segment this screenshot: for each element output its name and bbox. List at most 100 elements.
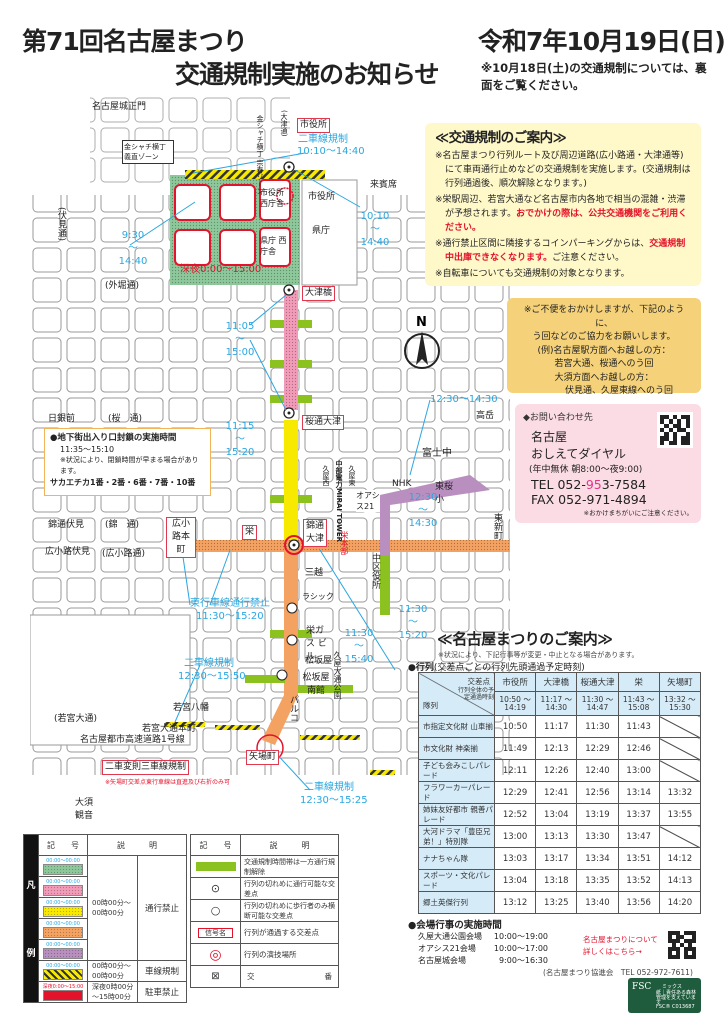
contact-note: ※おかけまちがいにご注意ください。 [583, 509, 693, 517]
north-compass-icon: N [404, 315, 440, 369]
contact-box: ◆お問い合わせ先 名古屋 おしえてダイヤル (年中無休 朝8:00～夜9:00)… [515, 404, 701, 523]
label-sotobori-dori: (外堀通) [105, 281, 140, 291]
col-header: 桜通大津 [576, 672, 619, 692]
traffic-info-title: ≪交通規制のご案内≫ [435, 130, 567, 146]
legend-r6a: 交 [247, 972, 255, 981]
purple-closed-swatch [43, 948, 83, 959]
parade-unit-name: 大河ドラマ「豊臣兄弟！」特別隊 [418, 825, 495, 848]
col-header: 市役所 [493, 672, 537, 692]
pass-time: 12:26 [535, 759, 578, 782]
legend-r2: 行列の切れめに通行可能な交差点 [240, 877, 339, 900]
signal-nishiki-otsu: 錦通大津 [303, 519, 327, 547]
label-sakae-gas: 栄ガス ビル [306, 626, 327, 662]
yellow-closed-swatch [43, 906, 83, 917]
underground-title: ●地下街出入り口封鎖の実施時間 [50, 433, 177, 443]
detour-line2: う回などのご協力をお願いします。 [532, 332, 676, 342]
pass-time: 13:14 [617, 781, 660, 804]
label-matsuzakaya-south: 松坂屋 南館 [302, 673, 330, 696]
label-kencho-nishi: 県庁 西庁舎 [260, 236, 287, 256]
contact-name2: おしえてダイヤル [531, 447, 627, 461]
item2-highlight: おでかけの際は、公共交通機関をご利用ください。 [445, 209, 688, 233]
legend-side-top: 凡 [26, 881, 36, 891]
label-east-lane-closed: 東行車線通行禁止 [190, 598, 270, 609]
table-corner-cell: 交差点 行列全体の予定通過時刻 隊列 [418, 672, 495, 716]
pass-time: 12:13 [535, 737, 578, 760]
legend-header-symbol: 記 号 [38, 834, 88, 856]
label-hisaya-higashi: 久屋東 [348, 465, 356, 486]
contact-heading: ◆お問い合わせ先 [523, 413, 593, 423]
venue-time: 9:00～16:30 [498, 956, 548, 965]
legend-r6b: 番 [324, 972, 333, 981]
fsc-code: FSC® C013687 [656, 1004, 695, 1010]
legend-lane: 車線規制 [137, 960, 187, 982]
venue-time: 10:00～19:00 [493, 932, 548, 941]
festival-link[interactable]: 名古屋まつりについて 詳しくはこちら→ [583, 935, 658, 956]
legend-park-sample: 深夜0:00～15:00 [42, 984, 84, 990]
pass-time: 13:55 [658, 803, 702, 826]
label-fushimi-dori: (伏見通) [56, 207, 66, 242]
label-irregular-lane: 二車変則三車線規制 [102, 760, 190, 775]
not-applicable-cell [658, 715, 702, 738]
label-irregular-note: ※矢場町交差点東行車線は直進及び右折のみ可 [105, 779, 231, 786]
corner-top: 交差点 [467, 677, 491, 686]
parade-unit-name: 郷土英傑行列 [418, 891, 495, 914]
not-applicable-cell [658, 825, 702, 848]
label-matsuzakaya: 松坂屋 [305, 656, 333, 666]
pass-time: 14:20 [658, 891, 702, 914]
detour-line5: 大須方面へお越しの方： [554, 372, 654, 383]
pass-time: 13:52 [617, 869, 660, 892]
corner-bottom: 隊列 [423, 701, 438, 710]
label-east-lane-time: 11:30～15:20 [196, 611, 264, 622]
overall-time: 11:43 ～ 15:08 [617, 691, 660, 716]
qr-code-icon[interactable] [657, 412, 693, 448]
label-otsu-dori: (大津通) [280, 110, 288, 137]
venue-name: 名古屋城会場 [418, 956, 466, 965]
label-time-1230-1430: 12:30～14:30 [430, 394, 498, 405]
tel-rest: 3-7584 [601, 477, 647, 492]
label-nishiki-fushimi: 錦通伏見 [48, 520, 85, 530]
detour-line3: (例)名古屋駅方面へお越しの方： [537, 345, 671, 356]
legend-park: 駐車禁止 [137, 981, 187, 1003]
detour-line1: ※ご不便をおかけしますが、下記のように、 [523, 305, 685, 329]
title-line2: 交通規制実施のお知らせ [175, 60, 440, 89]
overall-time: 10:50 ～ 14:19 [493, 691, 537, 716]
label-parco: パルコ [288, 695, 298, 722]
signal-otsubashi: 大津橋 [302, 286, 336, 301]
legend-header-symbol: 記 号 [190, 834, 241, 856]
pass-time: 13:34 [576, 847, 619, 870]
pass-time: 13:40 [576, 891, 619, 914]
underground-exits: サカエチカ1番・2番・6番・7番・10番 [50, 478, 196, 487]
legend-sample: 00:00～00:00 [46, 942, 80, 948]
festival-qr-code-icon[interactable] [665, 928, 699, 962]
signal-shiyakusho: 市役所 [297, 118, 331, 133]
label-nichigin: 日銀前 [48, 414, 76, 424]
pass-time: 13:37 [617, 803, 660, 826]
venue-name: 久屋大通公園会場 [418, 932, 482, 941]
pass-time: 12:40 [576, 759, 619, 782]
contact-fax: FAX 052-971-4894 [531, 492, 647, 507]
legend-sample: 00:00～00:00 [46, 858, 80, 864]
label-time-1130-1540: 11:30 ～ 15:40 [344, 628, 374, 665]
traffic-info-item1: ※名古屋まつり行列ルート及び周辺道路(広小路通・大津通等)にて車両通行止めなどの… [435, 151, 691, 189]
label-kihinseki: 来賓席 [370, 180, 398, 190]
contact-tel[interactable]: TEL 052-953-7584 [523, 477, 693, 492]
label-lachic: ラシック [302, 592, 334, 601]
label-midnight: 深夜0:00～15:00 [180, 264, 262, 275]
detour-line4: 若宮大通、桜通へのう回 [554, 359, 654, 369]
festival-title: ≪名古屋まつりのご案内≫ [437, 630, 613, 648]
pass-time: 12:41 [535, 781, 578, 804]
pass-time: 10:50 [493, 715, 537, 738]
pass-time: 11:30 [576, 715, 619, 738]
label-time-1105: 11:05 ～ 15:00 [225, 321, 255, 358]
underground-time: 11:35～15:10 [60, 445, 115, 454]
pass-time: 13:56 [617, 891, 660, 914]
corner-mid: 行列全体の予定通過時刻 [457, 687, 494, 701]
label-kinshachi-muneharu: 金シャチ横丁 宗春ゾーン [256, 115, 264, 195]
label-higashisakura: 東桜小 [435, 482, 454, 505]
parade-unit-name: フラワーカーパレード [418, 781, 495, 804]
